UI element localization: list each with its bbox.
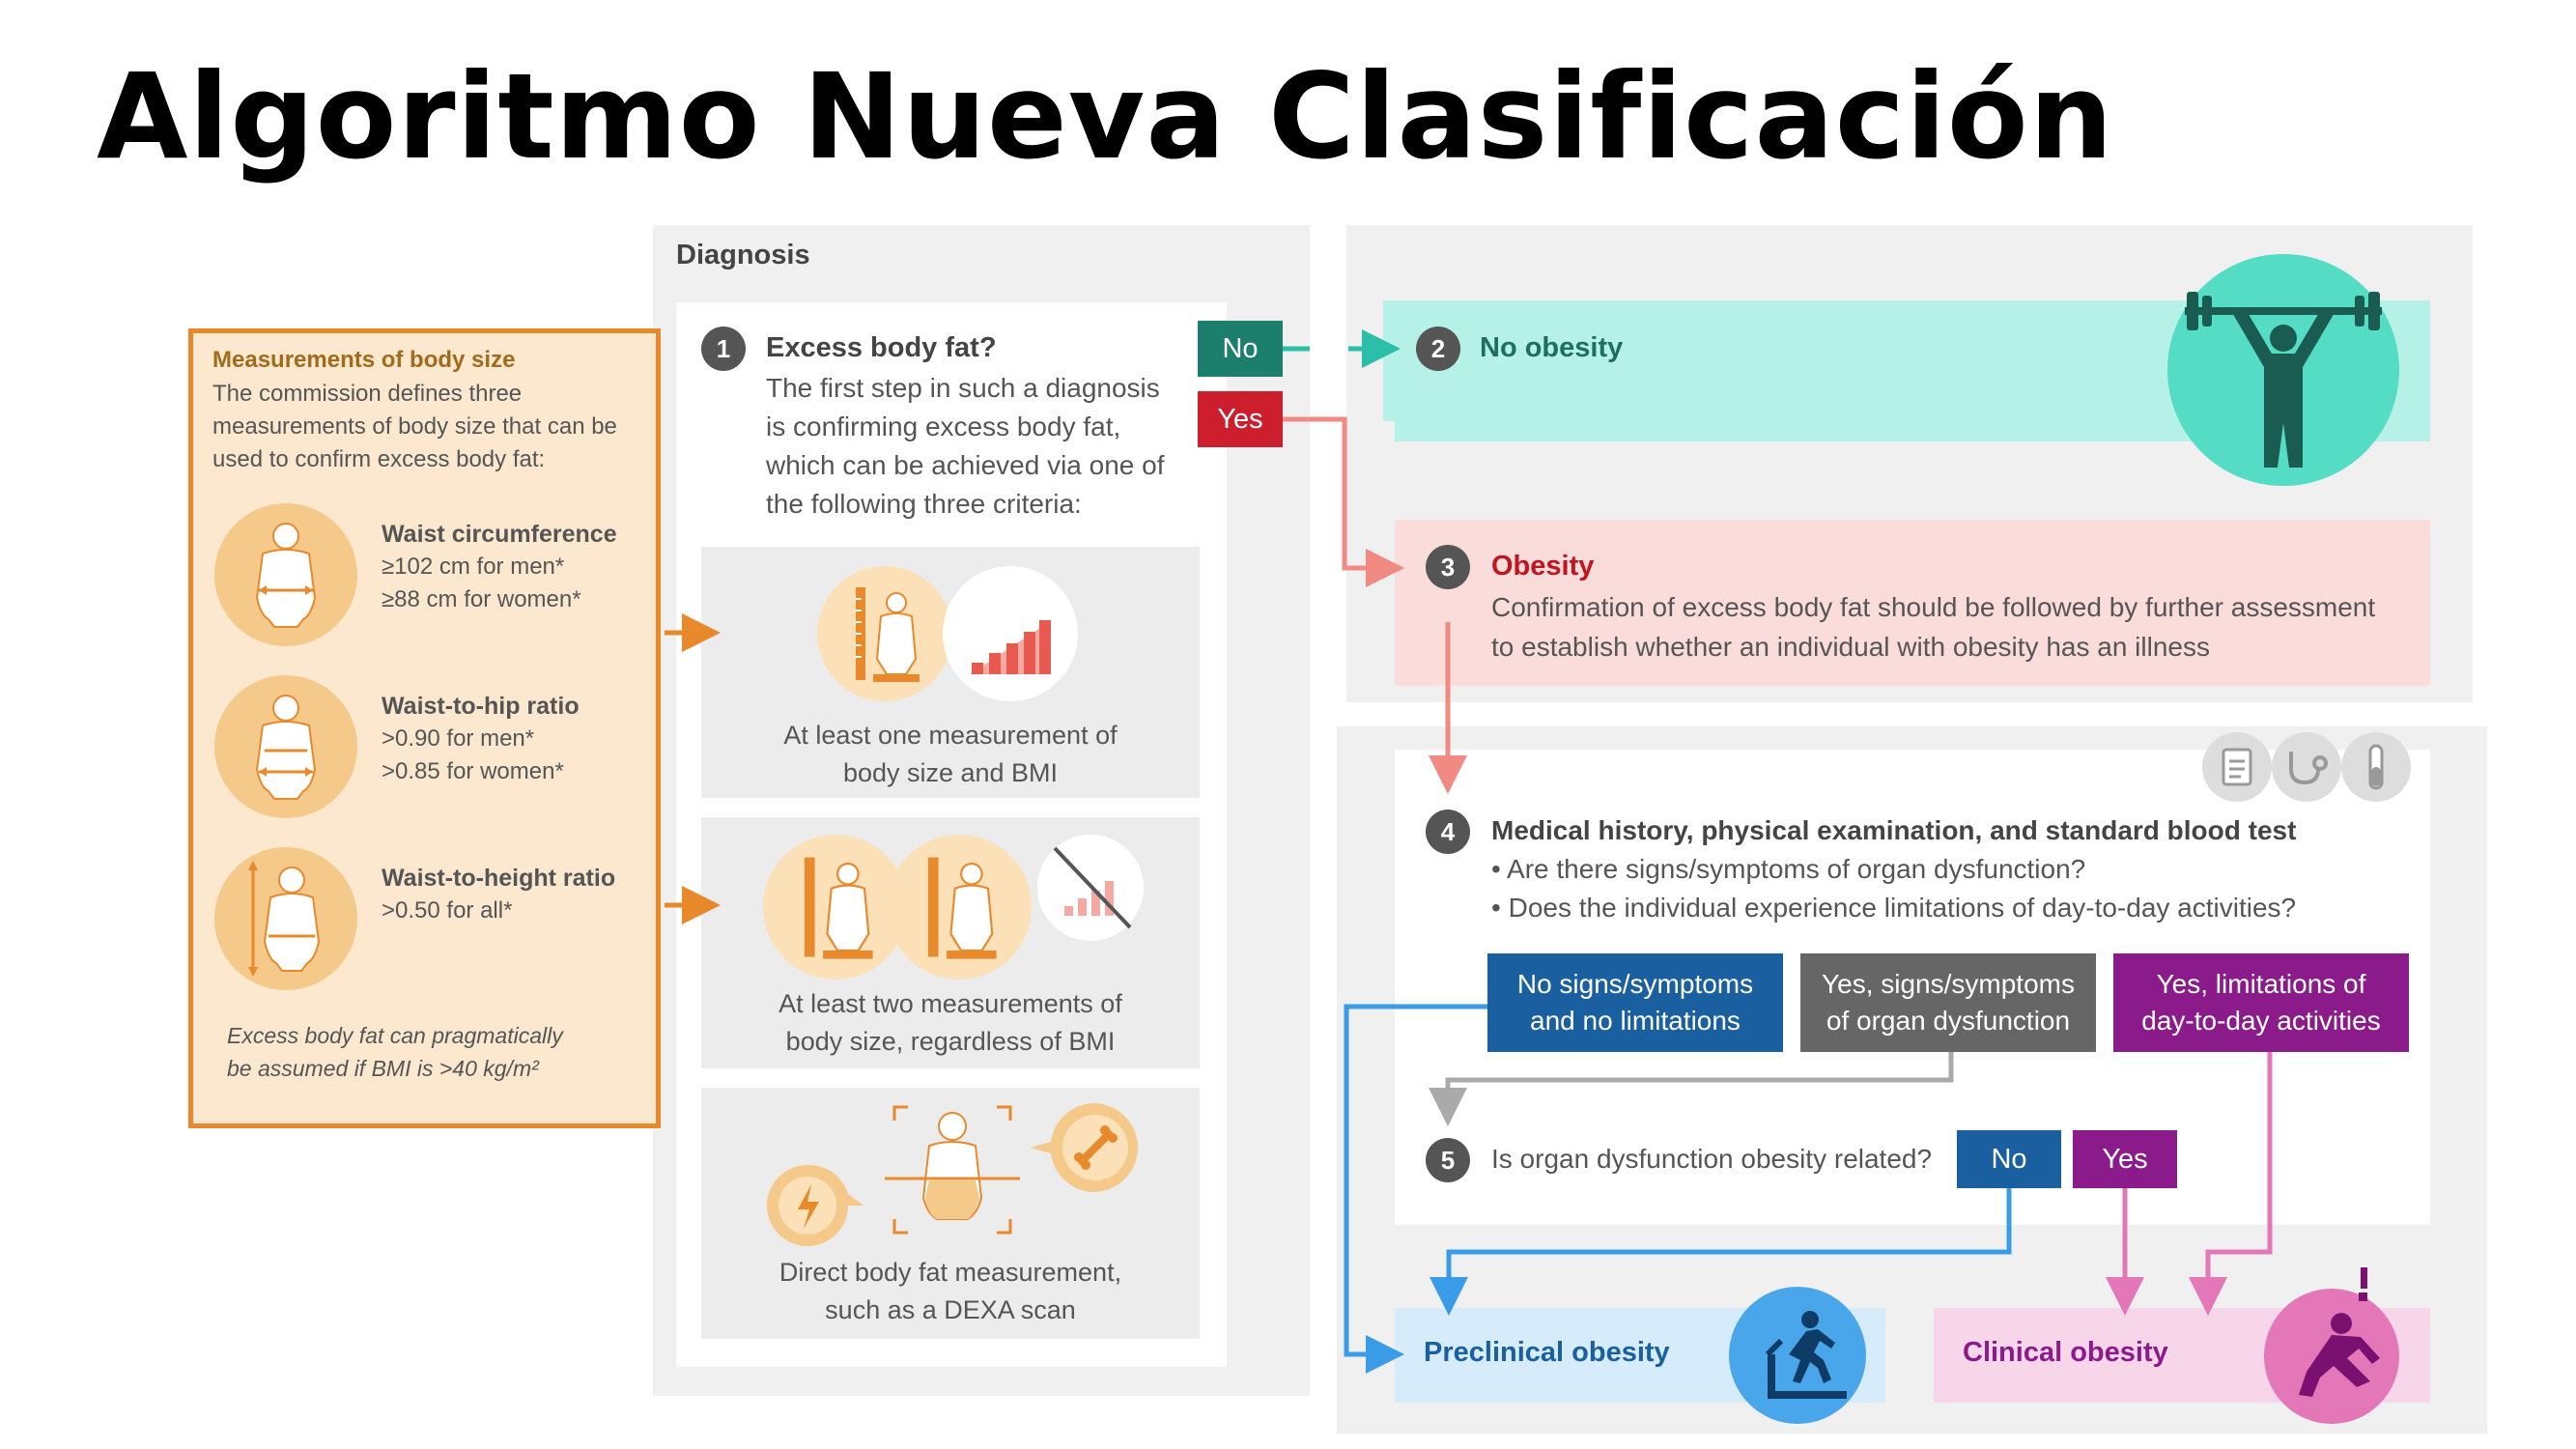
measurements-box: Measurements of body size The commission… (188, 328, 661, 1128)
criterion-1-caption: At least one measurement of body size an… (701, 717, 1200, 792)
waist-height-ratio-icon (214, 847, 357, 990)
waist-height-ratio-label: Waist-to-height ratio (382, 865, 616, 892)
clipboard-icon (2202, 732, 2272, 802)
criterion-1-line1: At least one measurement of (783, 721, 1118, 750)
criterion-3-caption: Direct body fat measurement, such as a D… (701, 1254, 1200, 1329)
step-1-text-line: the following three criteria: (766, 489, 1082, 519)
step-5-question: Is organ dysfunction obesity related? (1491, 1144, 1933, 1174)
bmi-note-line2: be assumed if BMI is >40 kg/m² (227, 1056, 539, 1081)
measuring-person-icon (763, 835, 908, 980)
preclinical-obesity-label: Preclinical obesity (1424, 1337, 1670, 1368)
assessment-questions: • Are there signs/symptoms of organ dysf… (1491, 850, 2296, 927)
measurements-intro: The commission defines three measurement… (212, 381, 617, 472)
bmi-note: Excess body fat can pragmatically be ass… (227, 1019, 633, 1085)
step-1-text-line: is confirming excess body fat, (766, 412, 1121, 441)
waist-hip-ratio-icon (214, 675, 357, 818)
criterion-2-line2: body size, regardless of BMI (785, 1027, 1116, 1056)
assessment-icons (2200, 730, 2413, 804)
step-1-number: 1 (701, 327, 746, 371)
no-obesity-label: No obesity (1480, 332, 1624, 363)
arrow-to-step-5 (1429, 1052, 1954, 1126)
measurements-title: Measurements of body size (212, 347, 516, 373)
criterion-2-line1: At least two measurements of (778, 989, 1122, 1018)
step-5-yes-tag: Yes (2073, 1130, 2177, 1188)
arrow-to-obesity (1283, 416, 1404, 587)
energy-icon (763, 1155, 869, 1262)
criterion-1: At least one measurement of body size an… (701, 547, 1200, 798)
assessment-question-1: • Are there signs/symptoms of organ dysf… (1491, 854, 2086, 884)
obesity-title: Obesity (1491, 551, 1595, 582)
treadmill-runner-icon (1729, 1287, 1866, 1424)
test-tube-icon (2341, 732, 2411, 802)
obesity-text-line1: Confirmation of excess body fat should b… (1491, 592, 2376, 622)
distressed-person-icon (2264, 1265, 2407, 1424)
step-1-text: The first step in such a diagnosis is co… (766, 369, 1191, 524)
waist-height-ratio-all: >0.50 for all* (382, 897, 513, 923)
obesity-box (1395, 520, 2430, 686)
waist-circumference-label: Waist circumference (382, 521, 617, 548)
step-5-number: 5 (1426, 1138, 1470, 1182)
step-1-text-line: which can be achieved via one of (766, 450, 1165, 480)
criterion-3: Direct body fat measurement, such as a D… (701, 1088, 1200, 1339)
arrow-no-to-preclinical (1430, 1188, 2012, 1316)
page-title: Algoritmo Nueva Clasificación (97, 48, 2114, 185)
arrow-no-signs-to-preclinical (1344, 1004, 1487, 1374)
waist-hip-ratio-women: >0.85 for women* (382, 758, 564, 784)
step-2-number: 2 (1416, 327, 1460, 371)
bmi-crossed-out-icon (1037, 835, 1144, 941)
bone-icon (1026, 1094, 1151, 1200)
step-4-number: 4 (1426, 810, 1470, 854)
clinical-obesity-label: Clinical obesity (1963, 1337, 2168, 1368)
assessment-title: Medical history, physical examination, a… (1491, 815, 2297, 845)
waist-circumference-men: ≥102 cm for men* (382, 554, 565, 580)
stethoscope-icon (2272, 732, 2341, 802)
criterion-3-line2: such as a DEXA scan (825, 1295, 1076, 1324)
obesity-text: Confirmation of excess body fat should b… (1491, 587, 2419, 667)
dexa-scan-icon (885, 1097, 1020, 1242)
measuring-person-icon (817, 566, 952, 701)
waist-circumference-icon (214, 503, 357, 646)
bmi-note-line1: Excess body fat can pragmatically (227, 1023, 563, 1048)
step-1-text-line: The first step in such a diagnosis (766, 373, 1160, 403)
measuring-person-icon (887, 835, 1032, 980)
arrow-limitations-to-clinical (2189, 1052, 2273, 1316)
bmi-bars-icon (943, 566, 1078, 701)
criterion-2-caption: At least two measurements of body size, … (701, 985, 1200, 1061)
step-1-no-tag: No (1198, 321, 1283, 377)
diagnosis-label: Diagnosis (676, 240, 810, 270)
step-5-no-tag: No (1957, 1130, 2061, 1188)
assessment-question-2: • Does the individual experience limitat… (1491, 893, 2297, 923)
obesity-text-line2: to establish whether an individual with … (1491, 632, 2210, 662)
step-1-title: Excess body fat? (766, 332, 997, 363)
criterion-2: At least two measurements of body size, … (701, 817, 1200, 1068)
criterion-3-line1: Direct body fat measurement, (778, 1258, 1122, 1287)
no-obesity-box-edge (1395, 421, 2430, 441)
waist-circumference-women: ≥88 cm for women* (382, 586, 581, 612)
waist-hip-ratio-men: >0.90 for men* (382, 725, 535, 752)
weightlifter-icon (2167, 249, 2399, 491)
step-1-yes-tag: Yes (1198, 391, 1283, 447)
step-3-number: 3 (1426, 545, 1470, 589)
criterion-1-line2: body size and BMI (842, 758, 1059, 787)
waist-hip-ratio-label: Waist-to-hip ratio (382, 693, 580, 720)
